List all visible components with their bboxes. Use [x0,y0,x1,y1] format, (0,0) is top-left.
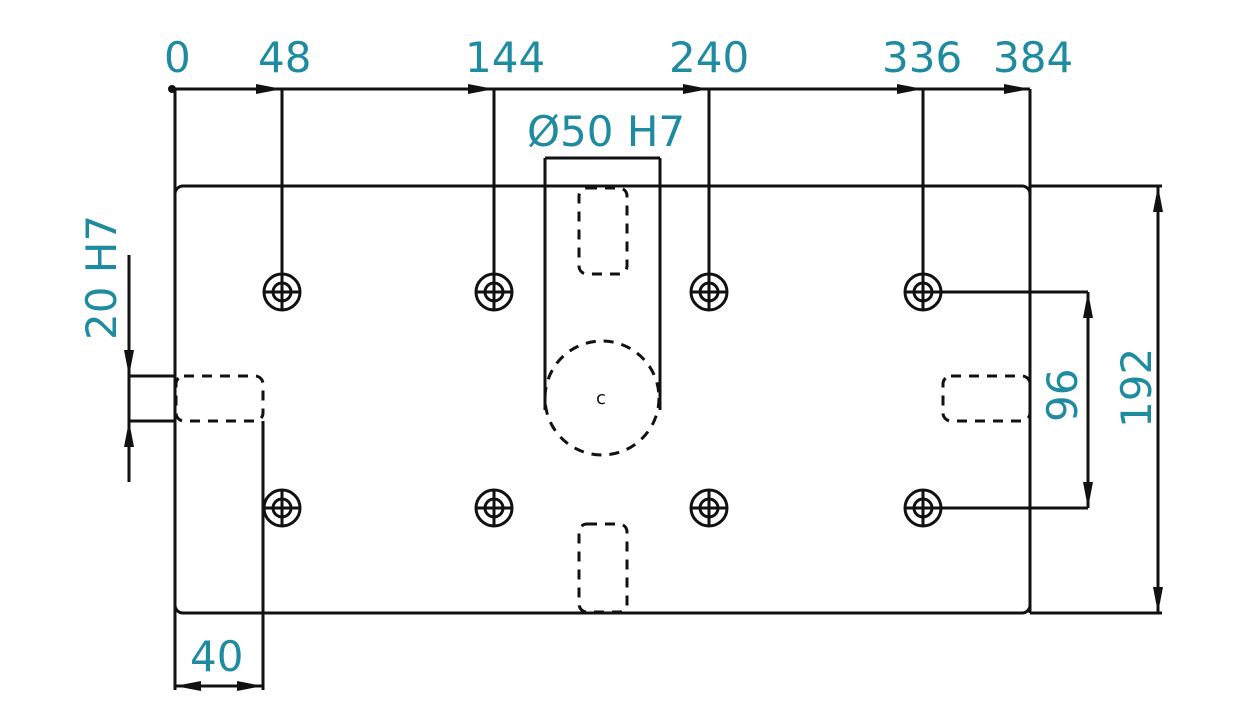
left-hidden-slot [174,374,265,423]
hole-spacing-upper-arrow [1083,292,1093,318]
arrow-384 [1004,84,1030,94]
dim-label-0: 0 [164,33,191,82]
slot-depth-label: 40 [190,632,243,681]
drilled-hole-icon [474,488,514,528]
hidden-bore [543,339,661,457]
drilled-hole-icon [689,488,729,528]
slot-width-label: 20 H7 [77,215,126,340]
slot-width-lower-arrow [124,421,134,447]
top-hidden-slot [577,186,629,276]
dim-label-240: 240 [669,33,749,82]
dim-label-144: 144 [465,33,545,82]
arrow-240 [683,84,709,94]
arrow-48 [256,84,282,94]
slot-depth-right-arrow [237,681,263,691]
hole-spacing-lower-arrow [1083,482,1093,508]
arrow-336 [897,84,923,94]
bore-dimension-label: Ø50 H7 [527,107,685,156]
drilled-hole-icon [474,272,514,312]
drilled-hole-icon [262,272,302,312]
right-hidden-slot [941,374,1032,423]
slot-depth-left-arrow [175,681,201,691]
drilled-hole-icon [262,488,302,528]
slot-width-upper-arrow [124,350,134,376]
dim-label-48: 48 [258,33,311,82]
dim-label-384: 384 [993,33,1073,82]
height-label: 192 [1112,348,1161,428]
bottom-hidden-slot [577,522,629,614]
drilled-hole-icon [689,272,729,312]
arrow-144 [468,84,494,94]
height-lower-arrow [1153,587,1163,613]
hole-spacing-label: 96 [1038,369,1087,422]
dim-label-336: 336 [882,33,962,82]
height-upper-arrow [1153,186,1163,212]
center-mark: c [596,388,606,409]
